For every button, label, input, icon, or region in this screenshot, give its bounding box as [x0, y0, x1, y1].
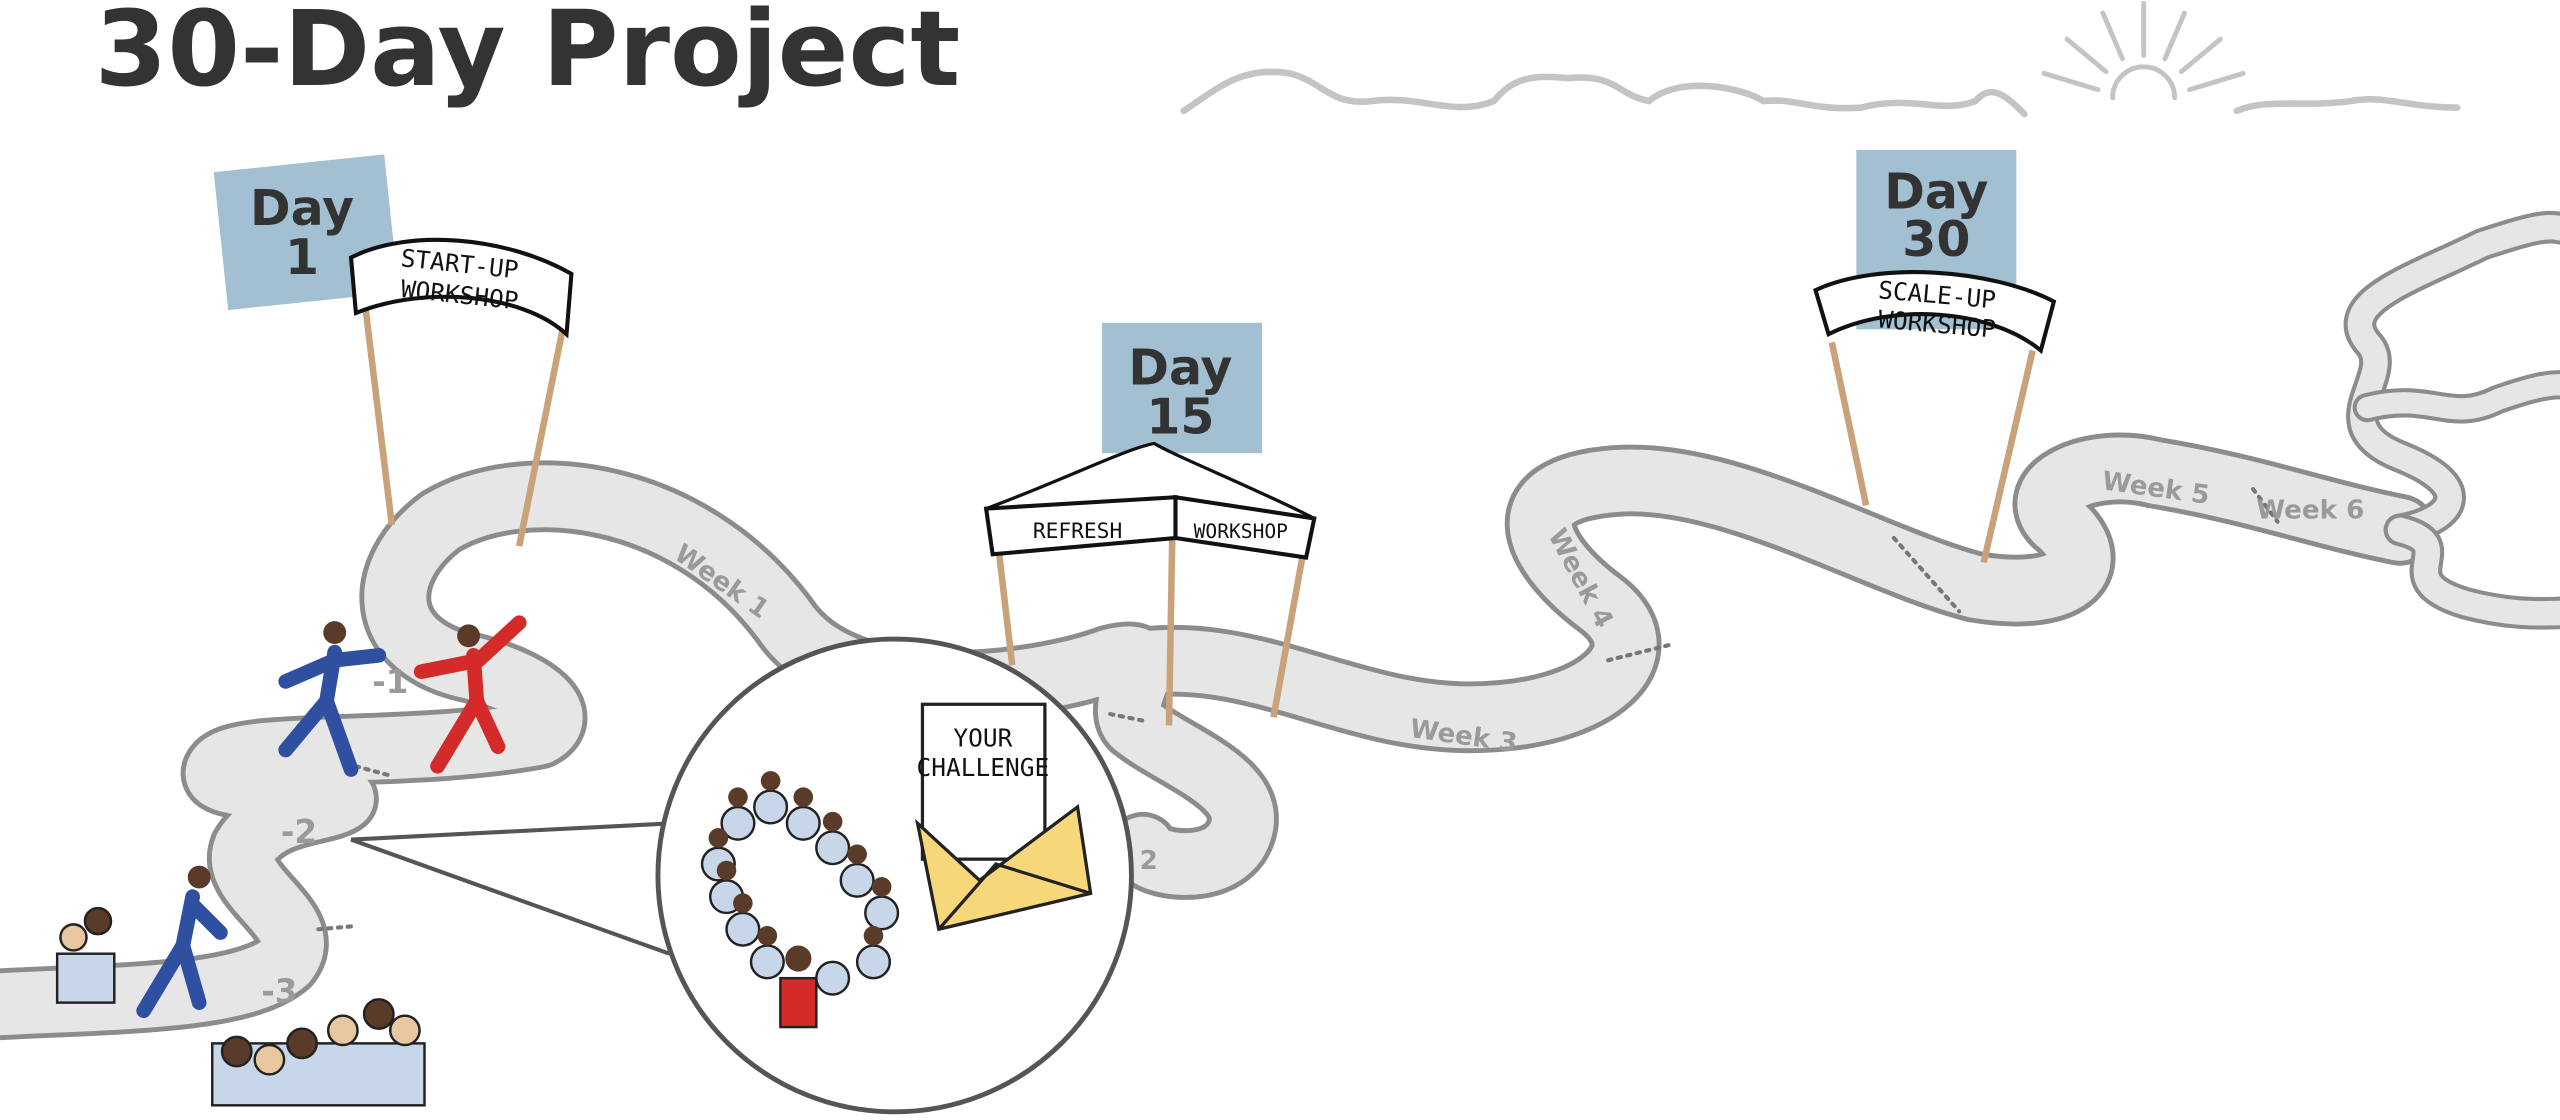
- day-1-word: Day: [250, 180, 354, 237]
- day-15-sign: Day 15: [1102, 322, 1263, 454]
- day-30-number: 30: [1902, 211, 1970, 268]
- day-15-word: Day: [1128, 340, 1232, 397]
- day-1-number: 1: [285, 229, 319, 286]
- challenge-envelope: YOUR CHALLENGE: [914, 702, 1093, 932]
- marker-minus-3: -3: [261, 973, 297, 1011]
- tent-workshop-label: WORKSHOP: [1194, 520, 1288, 543]
- refresh-workshop-tent: REFRESH WORKSHOP: [983, 441, 1317, 726]
- week-2-marker: 2: [1140, 846, 1158, 876]
- runner-red-figure: [413, 615, 527, 774]
- scale-up-workshop-banner: SCALE-UP WORKSHOP: [1813, 270, 2057, 564]
- runner-blue-figure-start: [136, 865, 228, 1019]
- team-group-figures: [700, 771, 900, 1029]
- road-path: [0, 210, 2560, 1041]
- cheering-crowd: [55, 906, 426, 1107]
- envelope-text-line1: YOUR: [953, 724, 1012, 753]
- page-title: 30-Day Project: [95, 0, 961, 110]
- runner-blue-figure: [278, 621, 387, 777]
- tent-refresh-label: REFRESH: [1033, 518, 1122, 543]
- marker-minus-1: -1: [372, 663, 408, 701]
- callout-connector: [350, 821, 673, 956]
- start-up-workshop-banner: START-UP WORKSHOP: [348, 237, 574, 547]
- week-6-label: Week 6: [2256, 495, 2364, 525]
- sun-icon: [2041, 0, 2246, 101]
- marker-minus-2: -2: [281, 813, 317, 851]
- day-30-word: Day: [1884, 164, 1988, 221]
- mountains-horizon: [1180, 68, 2461, 118]
- day-15-number: 15: [1146, 389, 1214, 446]
- envelope-text-line2: CHALLENGE: [917, 753, 1050, 782]
